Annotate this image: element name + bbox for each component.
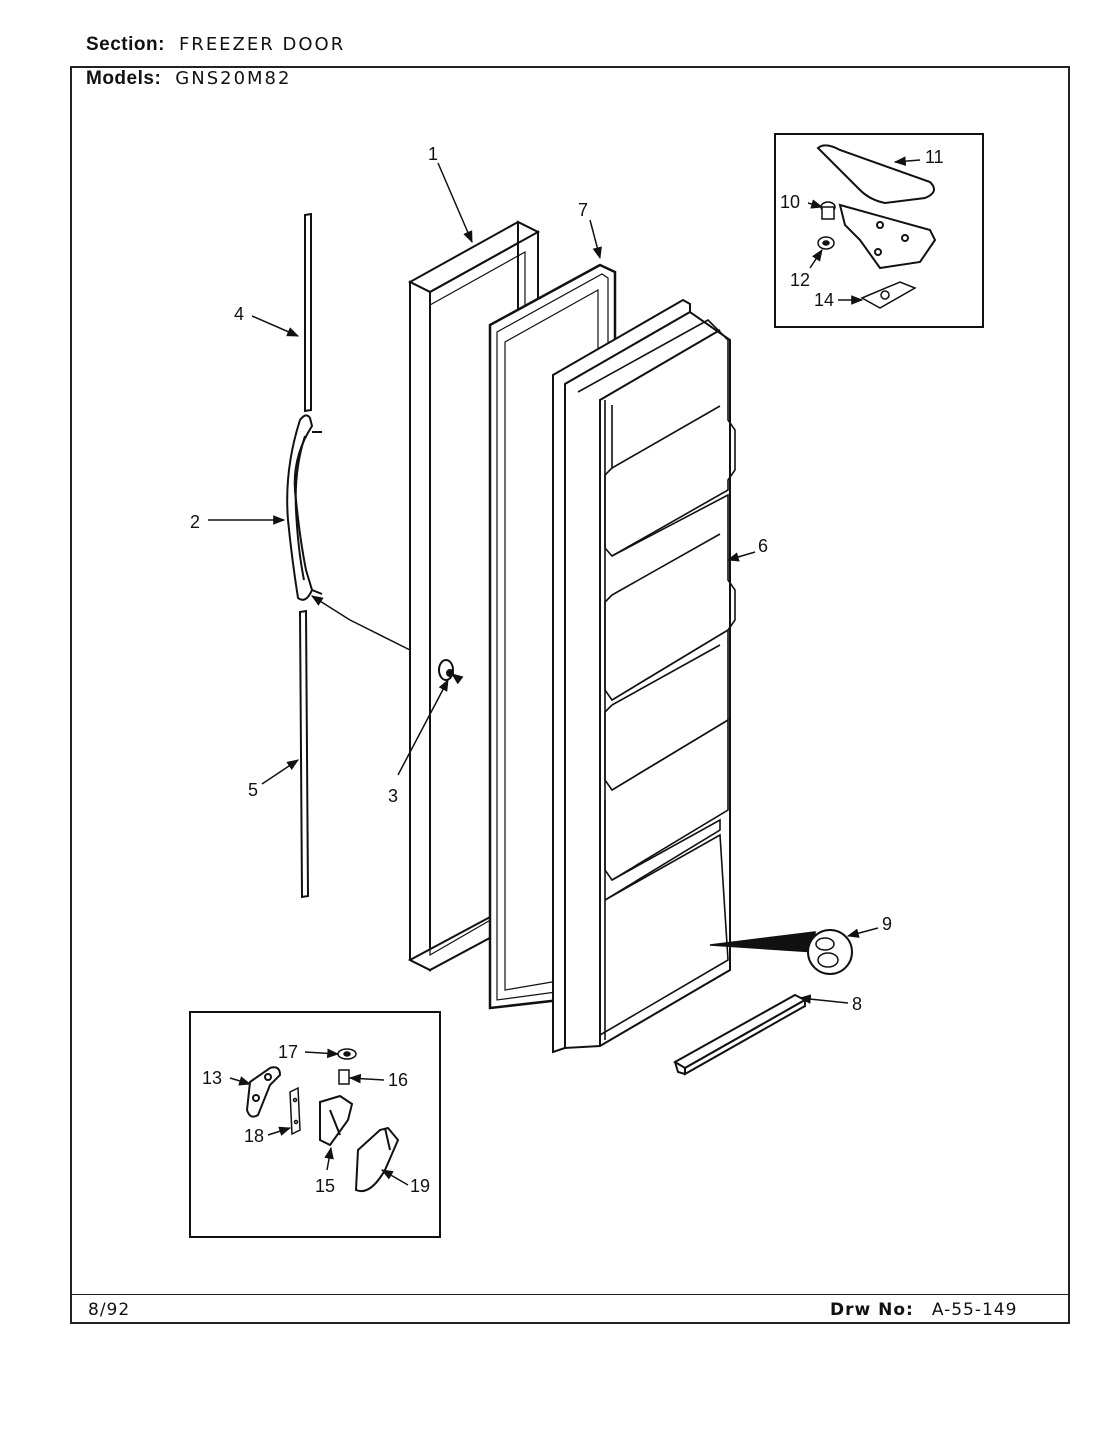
section-value: FREEZER DOOR [178, 34, 346, 55]
part-13-hinge-bracket [245, 1066, 282, 1118]
callout-11: 11 [925, 147, 944, 167]
part-14-shim [860, 281, 917, 309]
part-15-lower-hinge [319, 1094, 354, 1147]
part-2-handle [286, 414, 323, 601]
callout-3: 3 [388, 786, 398, 806]
models-label: Models: [86, 68, 162, 89]
callout-8: 8 [852, 994, 862, 1014]
callout-18: 18 [244, 1126, 264, 1146]
part-11-hinge-cover [816, 144, 935, 205]
footer-divider [70, 1294, 1070, 1295]
callout-4: 4 [234, 304, 244, 324]
part-17-cap [337, 1048, 357, 1060]
lower-hinge-inset [189, 1011, 441, 1238]
drawing-number: Drw No: A-55-149 [830, 1300, 1017, 1320]
part-5-lower-trim [298, 609, 310, 899]
drawing-number-value: A-55-149 [931, 1300, 1018, 1320]
callout-10: 10 [780, 192, 800, 212]
upper-hinge-plate [838, 203, 937, 270]
callout-17: 17 [278, 1042, 298, 1062]
callout-13: 14 [814, 290, 834, 310]
part-19-hinge-cover [354, 1126, 400, 1192]
section-header: Section: FREEZER DOOR [86, 34, 345, 56]
callout-2: 2 [190, 512, 200, 532]
callout-1: 1 [428, 144, 438, 164]
date-code: 8/92 [88, 1300, 131, 1320]
drawing-frame [70, 66, 1070, 1324]
part-18-spacer [289, 1086, 301, 1136]
callout-15: 15 [315, 1176, 335, 1196]
models-value: GNS20M82 [175, 68, 292, 89]
callout-6: 6 [758, 536, 768, 556]
upper-hinge-inset [774, 133, 984, 328]
callout-7: 7 [578, 200, 588, 220]
part-12-washer [817, 236, 835, 250]
part-10-hinge-pin [820, 201, 836, 220]
leader-lines [208, 156, 921, 1186]
callout-labels: 1 2 3 4 5 6 7 8 9 10 11 12 14 13 15 16 1… [190, 144, 944, 1196]
part-8-bottom-trim [673, 993, 808, 1076]
drawing-number-label: Drw No: [830, 1300, 914, 1320]
callout-9: 9 [882, 914, 892, 934]
section-label: Section: [86, 34, 165, 55]
part-3-door-plug [438, 659, 454, 681]
part-16-bushing [338, 1069, 350, 1085]
part-9-screws [709, 929, 853, 975]
models-header: Models: GNS20M82 [86, 68, 296, 90]
part-4-upper-trim [304, 212, 312, 413]
callout-12: 12 [790, 270, 810, 290]
callout-13b: 13 [202, 1068, 222, 1088]
callout-19: 19 [410, 1176, 430, 1196]
part-6-door-liner [552, 298, 736, 1054]
callout-5: 5 [248, 780, 258, 800]
callout-16: 16 [388, 1070, 408, 1090]
